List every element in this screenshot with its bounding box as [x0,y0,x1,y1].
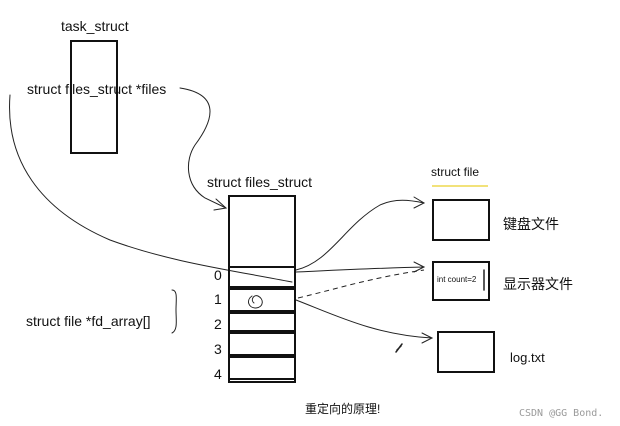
files-pointer-arrow [179,87,227,209]
fd-slot-0 [228,266,296,288]
display-file-content: int count=2 [437,275,477,284]
fd-index-4: 4 [214,366,222,382]
files-pointer-label: struct files_struct *files [27,81,167,97]
fd-slot-4 [228,356,296,380]
fd1-to-log-arrow [295,299,433,339]
fd1-redirect-dashed-arrow [297,269,425,299]
log-file-label: log.txt [510,350,545,365]
fd1-to-log-arrowhead [421,332,434,344]
display-file-label: 显示器文件 [503,276,573,292]
fd-slot-1 [228,288,296,312]
fd-slot-2 [228,312,296,332]
watermark: CSDN @GG Bond. [519,408,604,419]
fd0-to-keyboard-arrowhead [413,196,426,209]
left-long-curve [9,94,293,283]
fd-slot-3 [228,332,296,356]
fd-index-1: 1 [214,291,222,307]
fd-index-0: 0 [214,267,222,283]
fd-array-bracket [171,289,177,334]
fd0-to-display-arrow [295,266,425,273]
fd-index-3: 3 [214,341,222,357]
caption: 重定向的原理! [305,402,381,416]
log-file-box [437,331,495,373]
display-file-box: int count=2 [432,261,490,301]
fd1-scribble [248,295,263,309]
fd-index-2: 2 [214,316,222,332]
struct-file-label: struct file [431,165,480,179]
task-struct-label: task_struct [61,18,129,34]
task-struct-box [70,40,118,154]
keyboard-file-box [432,199,490,241]
keyboard-file-label: 键盘文件 [503,216,559,232]
files-pointer-arrowhead [213,198,228,211]
fd0-to-keyboard-arrow [295,199,425,271]
files-struct-label: struct files_struct [207,174,313,190]
pencil-mark [395,343,403,353]
fd0-to-display-arrowhead [413,261,426,273]
fd-array-label: struct file *fd_array[] [26,313,151,329]
